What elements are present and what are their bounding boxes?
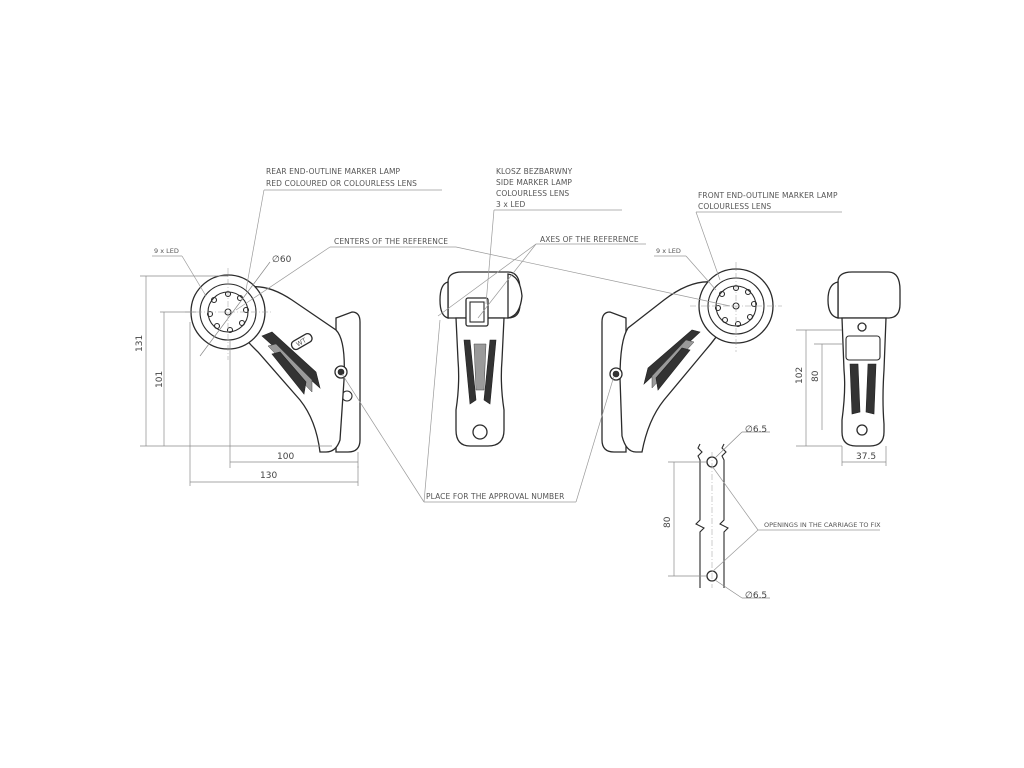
far-right-bottom-hole xyxy=(856,424,868,436)
carriage-outline-right xyxy=(719,443,729,588)
side-marker-lens-inner xyxy=(469,301,485,323)
far-right-dimensions: 102 80 37.5 xyxy=(795,329,887,466)
right-mount-base xyxy=(601,311,627,453)
dim-hole-top: ∅6.5 xyxy=(745,425,767,435)
side-lamp-label-4: 3 x LED xyxy=(496,200,525,209)
left-arm-rib xyxy=(271,351,307,395)
far-right-lamp-cap xyxy=(827,281,839,319)
left-dimensions: 131 101 100 130 ∅60 xyxy=(135,255,359,486)
rear-lamp-label-1: REAR END-OUTLINE MARKER LAMP xyxy=(266,167,401,176)
centers-reference-label: CENTERS OF THE REFERENCE xyxy=(334,237,448,246)
carriage-outline xyxy=(695,443,705,588)
left-brand-badge xyxy=(290,332,313,351)
side-lamp-label-2: SIDE MARKER LAMP xyxy=(496,178,572,187)
center-lamp-cap-left xyxy=(439,281,449,319)
left-screw-center xyxy=(337,368,345,376)
far-right-rib xyxy=(865,363,877,415)
dim-hole-spacing: 80 xyxy=(663,516,673,528)
dim-side-height-inner: 80 xyxy=(811,370,821,382)
center-stem-rib xyxy=(483,339,497,405)
far-right-rib xyxy=(849,363,861,415)
right-lamp-view xyxy=(601,262,782,453)
openings-label: OPENINGS IN THE CARRIAGE TO FIX xyxy=(764,521,881,529)
center-stem-rib xyxy=(463,339,477,405)
far-right-lamp-top xyxy=(837,271,901,319)
annotations: REAR END-OUTLINE MARKER LAMP RED COLOURE… xyxy=(152,167,842,503)
rear-lamp-label-2: RED COLOURED OR COLOURLESS LENS xyxy=(266,179,417,188)
dim-side-height-total: 102 xyxy=(795,367,805,384)
center-side-view xyxy=(439,271,523,447)
dim-height-inner: 101 xyxy=(155,371,165,388)
front-lamp-label-1: FRONT END-OUTLINE MARKER LAMP xyxy=(698,191,838,200)
dim-height-total: 131 xyxy=(135,335,145,352)
left-lamp-view: WT xyxy=(185,268,361,453)
center-mount-hole xyxy=(472,424,488,440)
center-lamp-cap-right xyxy=(507,273,523,319)
front-lamp-label-2: COLOURLESS LENS xyxy=(698,202,771,211)
dim-side-width: 37.5 xyxy=(856,452,876,462)
far-right-side-view xyxy=(827,271,901,447)
far-right-top-hole xyxy=(857,322,867,332)
led-right-label: 9 x LED xyxy=(656,247,681,255)
center-stem-rib xyxy=(473,343,487,391)
dim-hole-bottom: ∅6.5 xyxy=(745,591,767,601)
side-lamp-label-3: COLOURLESS LENS xyxy=(496,189,569,198)
right-arm-rib xyxy=(655,347,691,391)
dim-width-total: 130 xyxy=(260,471,277,481)
mounting-holes-detail: 80 ∅6.5 ∅6.5 OPENINGS IN THE CARRIAGE TO… xyxy=(663,425,881,601)
far-right-bracket xyxy=(845,335,881,361)
side-lamp-label-1: KLOSZ BEZBARWNY xyxy=(496,167,573,176)
led-left-label: 9 x LED xyxy=(154,247,179,255)
dim-lens-diameter: ∅60 xyxy=(272,255,292,265)
right-screw-center xyxy=(612,370,620,378)
dim-width-inner: 100 xyxy=(277,452,294,462)
axes-reference-label: AXES OF THE REFERENCE xyxy=(540,235,639,244)
side-marker-lens xyxy=(465,297,489,327)
approval-number-label: PLACE FOR THE APPROVAL NUMBER xyxy=(426,492,564,501)
